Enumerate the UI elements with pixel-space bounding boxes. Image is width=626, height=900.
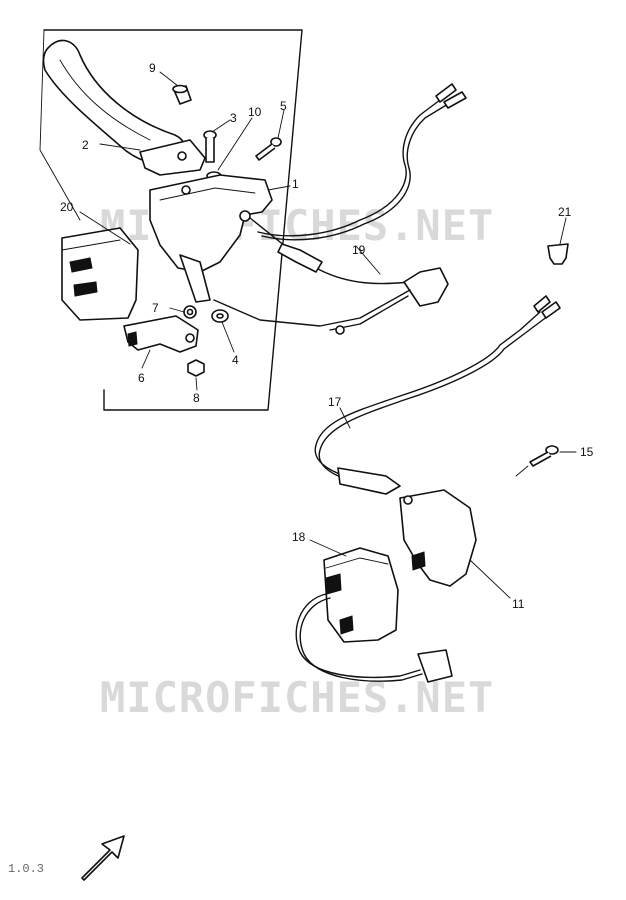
part-7-nut [183, 305, 197, 319]
label-part-1: 1 [292, 177, 299, 191]
label-part-4: 4 [232, 353, 239, 367]
label-part-7: 7 [152, 301, 159, 315]
label-part-10: 10 [248, 105, 262, 119]
clutch-lever [42, 39, 206, 176]
label-part-19: 19 [352, 243, 366, 257]
label-part-18: 18 [292, 530, 306, 544]
part-4-washer [211, 309, 229, 323]
label-part-9: 9 [149, 61, 156, 75]
corner-code: 1.0.3 [8, 862, 44, 876]
part-11-right-holder [399, 489, 477, 587]
part-18-switch-housing [323, 547, 399, 643]
label-part-8: 8 [193, 391, 200, 405]
part-3-bolt [203, 130, 217, 163]
label-part-21: 21 [558, 205, 572, 219]
label-part-20: 20 [60, 200, 74, 214]
part-6-clamp [123, 315, 199, 353]
switch-18-cable [295, 593, 453, 683]
label-part-2: 2 [82, 138, 89, 152]
assembly-boundary [43, 29, 303, 411]
part-21-clip [547, 243, 569, 265]
label-part-17: 17 [328, 395, 342, 409]
part-15-screw [515, 445, 559, 477]
label-part-3: 3 [230, 111, 237, 125]
part-19-switch-cable [213, 83, 467, 331]
assembly-boundary-left [39, 29, 81, 221]
part-1-lever-holder [149, 174, 273, 303]
part-9-cap [172, 84, 192, 105]
front-arrow-icon [81, 835, 125, 881]
label-part-5: 5 [280, 99, 287, 113]
part-17-brake-cable [314, 295, 561, 495]
part-8-nut [187, 359, 205, 377]
label-part-6: 6 [138, 371, 145, 385]
label-part-15: 15 [580, 445, 594, 459]
part-20-switch-housing [61, 227, 139, 321]
label-part-11: 11 [512, 597, 525, 611]
leader-lines [79, 71, 577, 599]
part-5-screw [255, 137, 282, 161]
